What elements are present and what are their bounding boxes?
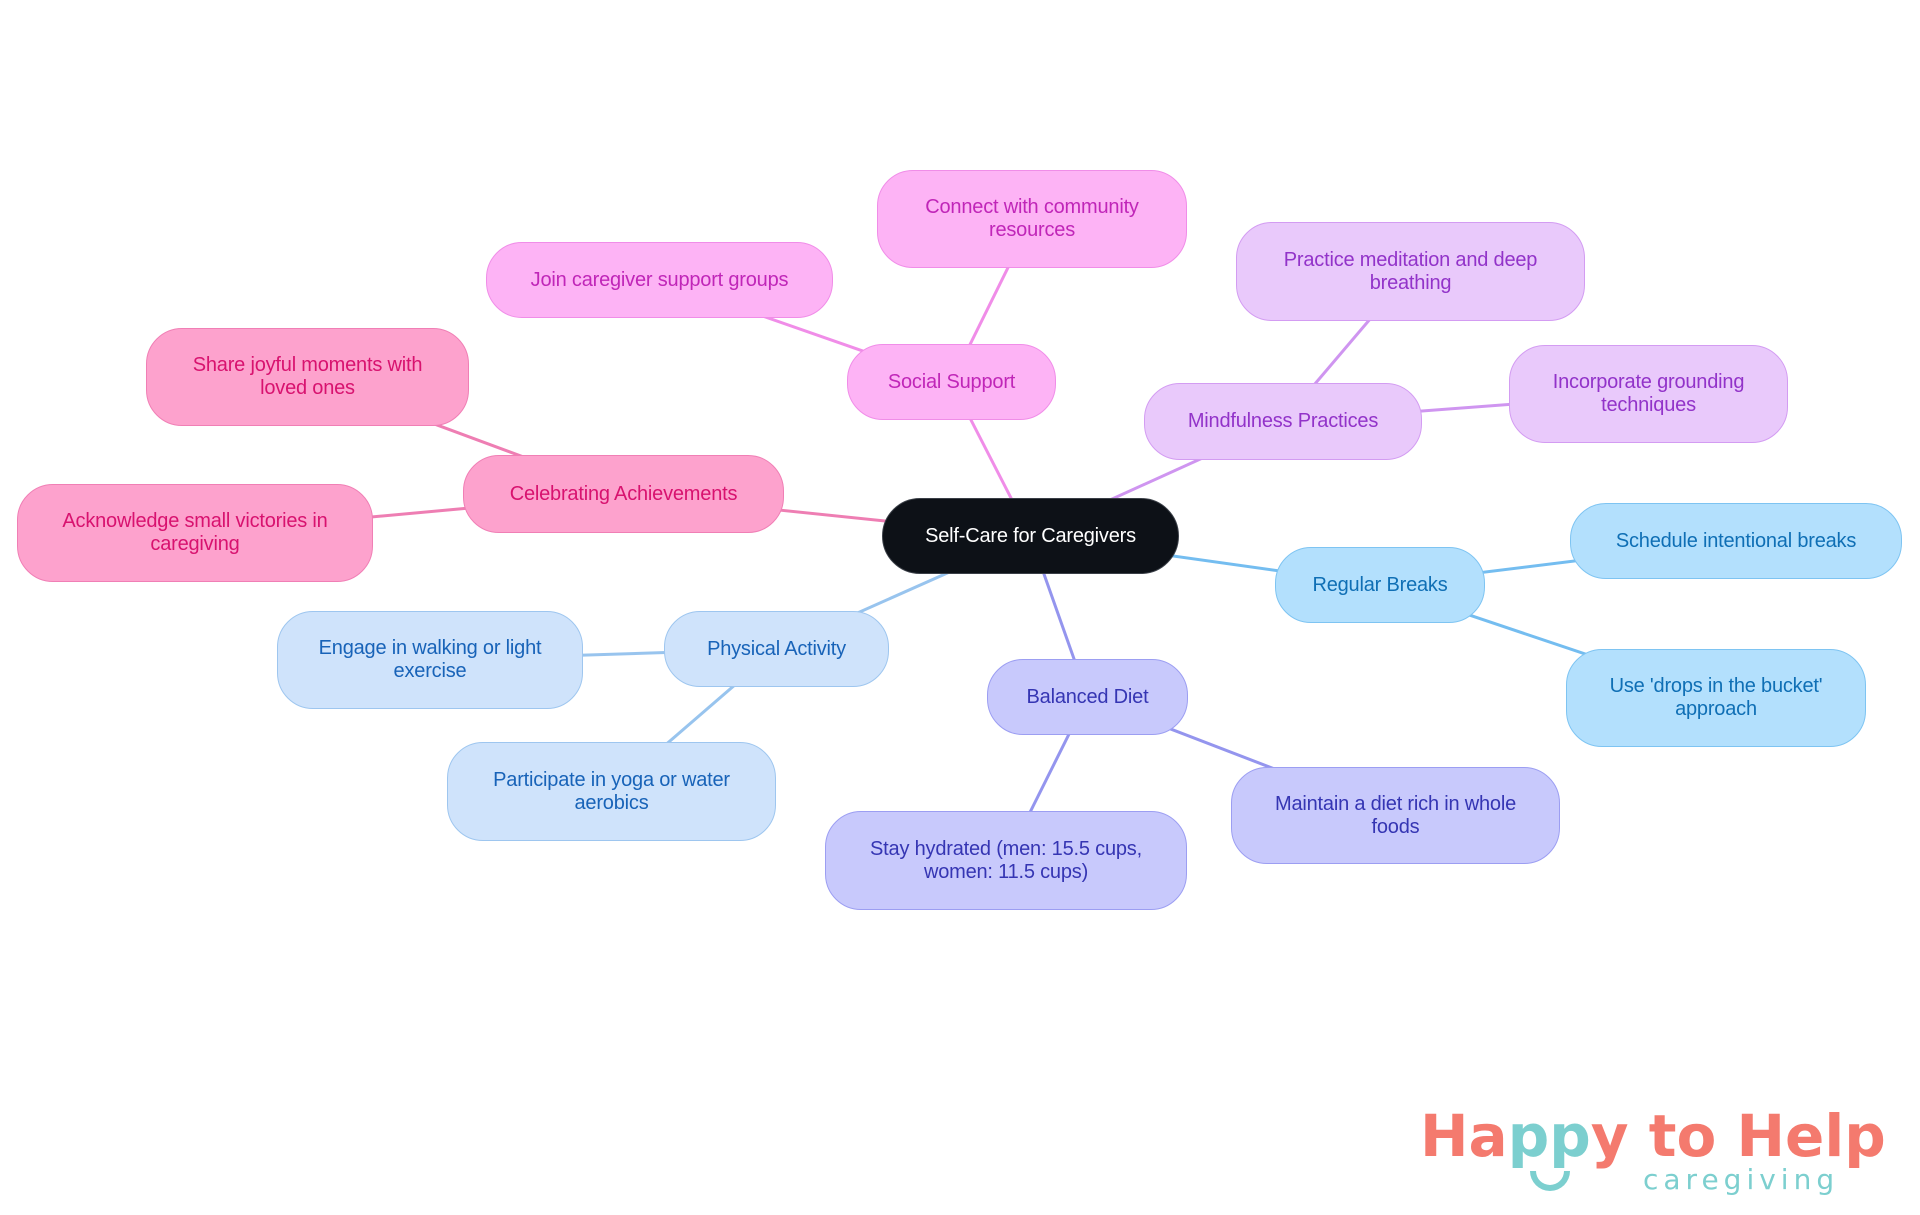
node-label: Physical Activity <box>707 638 846 661</box>
node-social-support[interactable]: Social Support <box>847 344 1056 420</box>
node-label-line: Practice meditation and deep <box>1283 248 1538 271</box>
node-label-line: caregiving <box>150 533 240 555</box>
node-label: Join caregiver support groups <box>531 269 789 292</box>
node-label-line: Maintain a diet rich in whole <box>1275 792 1516 815</box>
node-regular-breaks[interactable]: Regular Breaks <box>1275 547 1485 623</box>
logo-subtitle: caregiving <box>1643 1163 1840 1196</box>
node-label: Stay hydrated (men: 15.5 cups,women: 11.… <box>870 838 1142 884</box>
node-label-line: women: 11.5 cups) <box>923 860 1089 883</box>
happy-to-help-logo: Happy to Help caregiving <box>1420 1105 1886 1205</box>
node-label-line: Engage in walking or light <box>318 637 542 659</box>
node-label: Celebrating Achievements <box>510 483 738 506</box>
node-label-line: aerobics <box>574 791 649 814</box>
node-mindfulness-practices[interactable]: Mindfulness Practices <box>1144 383 1422 460</box>
node-label: Social Support <box>888 371 1015 394</box>
node-label-line: loved ones <box>260 377 355 399</box>
node-label-line: Regular Breaks <box>1312 573 1448 596</box>
logo-title-part: pp <box>1507 1102 1591 1170</box>
node-label-line: Acknowledge small victories in <box>62 510 328 532</box>
node-label-line: techniques <box>1601 394 1696 416</box>
node-celebrating-achievements[interactable]: Celebrating Achievements <box>463 455 784 533</box>
node-label: Use 'drops in the bucket'approach <box>1610 675 1823 721</box>
node-label-line: Stay hydrated (men: 15.5 cups, <box>870 837 1142 860</box>
node-drops-bucket[interactable]: Use 'drops in the bucket'approach <box>1566 649 1866 747</box>
node-physical-activity[interactable]: Physical Activity <box>664 611 889 687</box>
node-label-line: Celebrating Achievements <box>509 482 738 505</box>
node-label: Balanced Diet <box>1027 686 1149 709</box>
node-label-line: Self-Care for Caregivers <box>925 524 1136 547</box>
logo-smile-icon <box>1530 1171 1570 1191</box>
node-label-line: breathing <box>1369 271 1452 294</box>
node-label-line: Social Support <box>887 370 1016 393</box>
node-label: Schedule intentional breaks <box>1615 529 1857 553</box>
node-label: Mindfulness Practices <box>1187 410 1379 433</box>
node-label-line: Physical Activity <box>707 637 846 660</box>
node-label-line: Use 'drops in the bucket' <box>1609 675 1823 697</box>
node-label-line: resources <box>988 219 1075 241</box>
node-label-line: Incorporate grounding <box>1552 371 1745 393</box>
logo-title: Happy to Help <box>1420 1105 1886 1167</box>
node-label-line: Balanced Diet <box>1026 685 1149 708</box>
node-label-line: Participate in yoga or water <box>493 768 730 791</box>
logo-title-part: y to Help <box>1590 1102 1886 1170</box>
node-balanced-diet[interactable]: Balanced Diet <box>987 659 1188 735</box>
node-label-line: exercise <box>393 660 467 682</box>
logo-title-part: Ha <box>1420 1102 1508 1170</box>
node-label-line: Join caregiver support groups <box>530 268 789 291</box>
node-label-line: Share joyful moments with <box>192 354 423 376</box>
node-label: Self-Care for Caregivers <box>925 525 1136 548</box>
node-label-line: approach <box>1675 698 1757 720</box>
node-label: Regular Breaks <box>1312 574 1447 597</box>
node-label-line: foods <box>1371 815 1420 838</box>
node-schedule-breaks[interactable]: Schedule intentional breaks <box>1570 503 1902 579</box>
node-join-groups[interactable]: Join caregiver support groups <box>486 242 833 318</box>
node-label-line: Schedule intentional breaks <box>1615 529 1857 552</box>
node-label-line: Connect with community <box>925 196 1139 218</box>
node-hydrated[interactable]: Stay hydrated (men: 15.5 cups,women: 11.… <box>825 811 1187 910</box>
node-root[interactable]: Self-Care for Caregivers <box>882 498 1179 574</box>
node-label-line: Mindfulness Practices <box>1187 410 1379 432</box>
